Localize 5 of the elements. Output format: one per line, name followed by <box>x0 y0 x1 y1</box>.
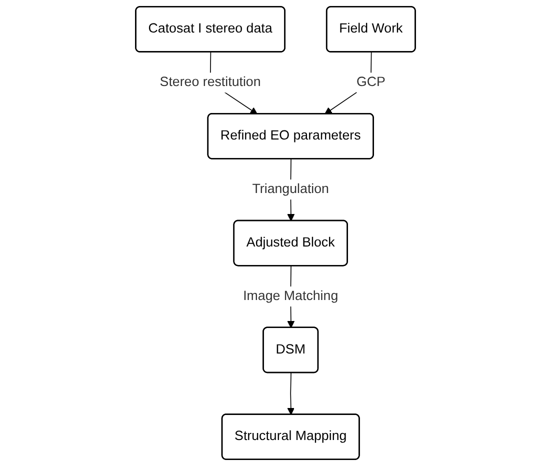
arrow <box>287 372 295 415</box>
edge-label: Triangulation <box>252 182 329 196</box>
edge-label: GCP <box>356 75 386 90</box>
edge-label: Stereo restitution <box>160 75 261 90</box>
edge-label: Image Matching <box>243 288 338 304</box>
